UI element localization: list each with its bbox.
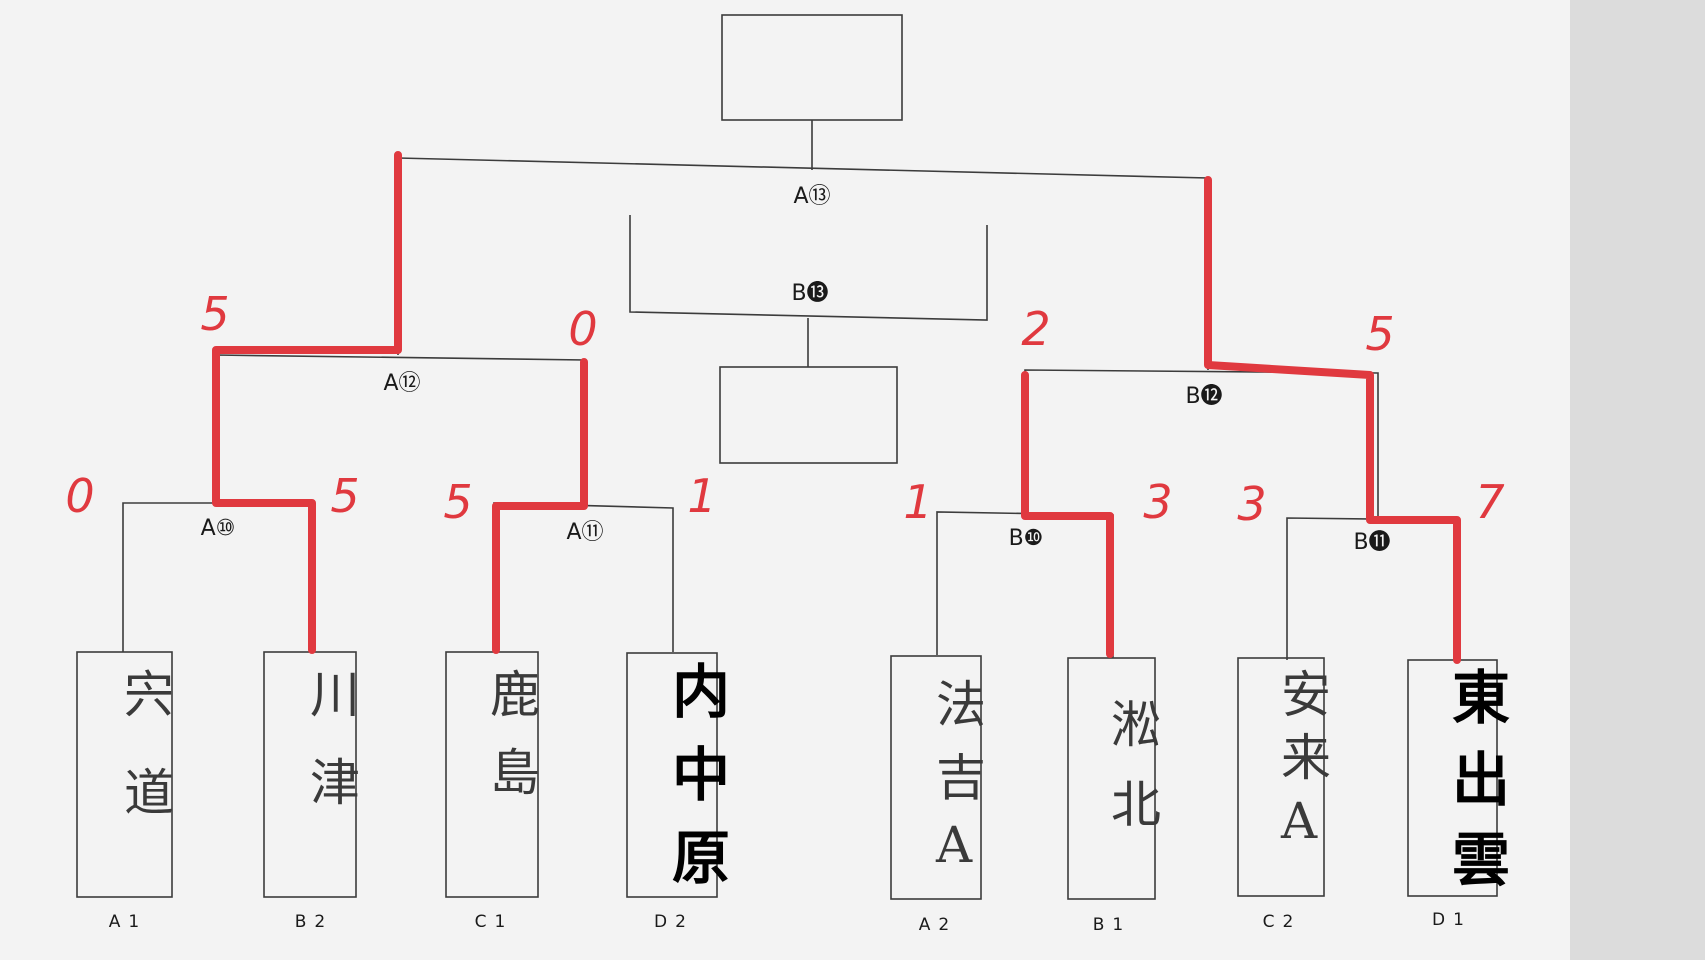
score-semi-left-right: 0: [568, 302, 597, 356]
score-semi-right-left: 2: [1021, 302, 1050, 356]
team-name-b2: 川津: [310, 666, 360, 812]
score-qf4-left: 3: [1237, 477, 1266, 531]
match-label-qf3: B❿: [1009, 526, 1044, 551]
score-qf4-right: 7: [1475, 475, 1504, 529]
score-semi-right-right: 5: [1365, 307, 1394, 361]
third-place-bracket: [629, 215, 988, 367]
team-box-c1: [445, 651, 539, 898]
score-qf1-right: 5: [330, 469, 359, 523]
team-name-a1: 宍道: [124, 666, 174, 822]
team-box-b1: [1067, 657, 1156, 900]
slot-label-d1: D1: [1432, 910, 1472, 930]
team-name-d1: 東出雲: [1452, 664, 1510, 894]
match-label-semi-right: B⓬: [1185, 384, 1222, 409]
score-qf2-left: 5: [443, 475, 472, 529]
team-name-b1: 淞北: [1111, 696, 1161, 834]
score-qf2-right: 1: [687, 469, 716, 523]
score-qf1-left: 0: [65, 469, 94, 523]
team-box-d2: [626, 652, 718, 898]
slot-label-a2: A2: [919, 915, 957, 935]
match-label-qf1: A⑩: [201, 516, 236, 541]
match-label-final: A⑬: [793, 184, 830, 209]
team-box-c2: [1237, 657, 1325, 897]
winner-paths: [212, 151, 1461, 664]
slot-labels: A1 B2 C1 D2 A2 B1 C2 D1: [109, 910, 1472, 935]
team-box-d1: [1407, 659, 1498, 897]
paper-sheet: [0, 0, 1570, 960]
slot-label-a1: A1: [109, 912, 147, 932]
slot-label-b1: B1: [1093, 915, 1131, 935]
scores: 0 5 5 1 1 3 3 7 5 0 2 5: [65, 287, 1504, 531]
slot-label-d2: D2: [654, 912, 694, 932]
score-qf3-right: 3: [1143, 475, 1172, 529]
match-label-third-place: B⓭: [791, 281, 828, 306]
match-label-qf2: A⑪: [566, 520, 603, 545]
match-label-qf4: B⓫: [1353, 530, 1390, 555]
match-label-semi-left: A⑫: [383, 371, 420, 396]
score-semi-left-left: 5: [200, 287, 229, 341]
slot-label-b2: B2: [295, 912, 333, 932]
slot-label-c2: C2: [1263, 912, 1302, 932]
slot-label-c1: C1: [475, 912, 514, 932]
team-name-d2: 内中原: [672, 658, 730, 892]
team-box-a1: [76, 651, 173, 898]
team-box-a2: [890, 655, 982, 900]
team-name-c1: 鹿島: [490, 666, 540, 802]
score-qf3-left: 1: [903, 475, 932, 529]
